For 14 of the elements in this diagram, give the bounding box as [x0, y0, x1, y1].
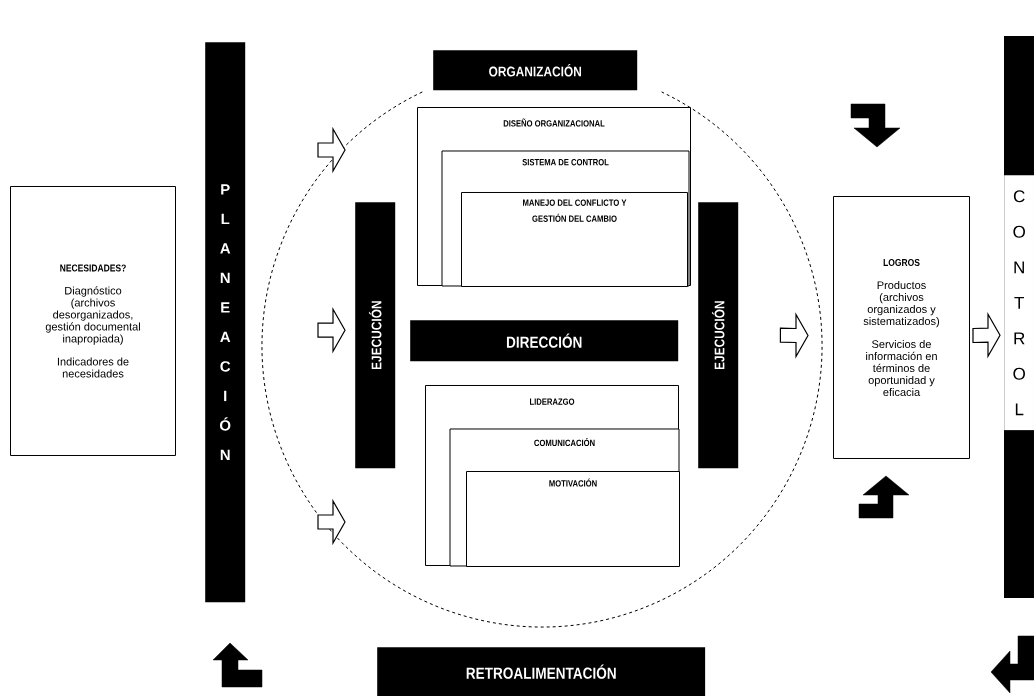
vertical-bar: PLANEACIÓN [205, 42, 246, 603]
block-arrow [317, 306, 346, 354]
nested-box: MANEJO DEL CONFLICTO Y GESTIÓN DEL CAMBIO [461, 192, 688, 287]
title-bar: ORGANIZACIÓN [433, 50, 638, 91]
title-bar: DIRECCIÓN [410, 320, 679, 362]
block-arrow [779, 312, 809, 359]
vertical-bar: CONTROL [1004, 36, 1034, 598]
text-box: NECESIDADES? Diagnóstico (archivos desorganizados, gestión documental inapropiada) Indicadores de necesidades [10, 186, 176, 456]
vertical-bar: EJECUCIÓN [355, 202, 396, 469]
vertical-bar: EJECUCIÓN [698, 202, 739, 469]
title-bar: RETROALIMENTACIÓN [377, 647, 706, 696]
text-box: LOGROS Productos (archivos organizados y sistematizados) Servicios de información en términos de oportunidad y eficacia [833, 196, 970, 459]
nested-box: MOTIVACIÓN [466, 471, 680, 567]
block-arrow [972, 311, 1001, 359]
